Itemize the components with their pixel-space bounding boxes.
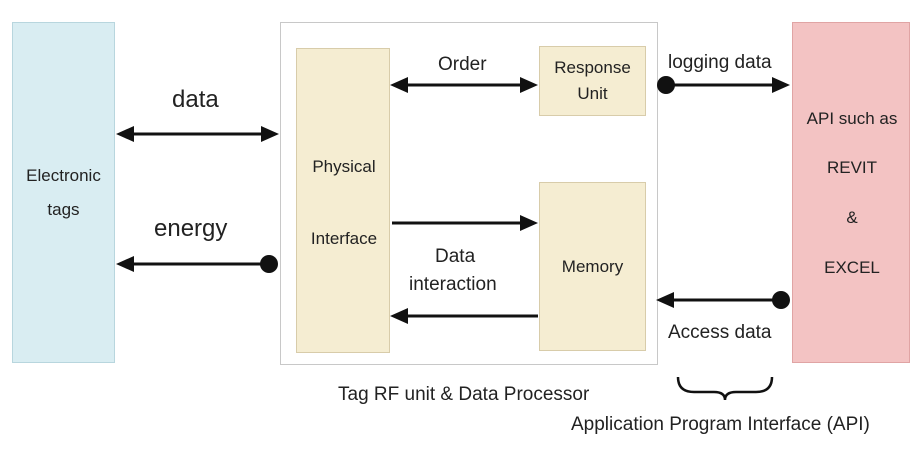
- data-arrow-head-right: [261, 126, 279, 142]
- memory-box: Memory: [539, 182, 646, 351]
- data-arrow-head-left: [116, 126, 134, 142]
- electronic-tags-box: Electronic tags: [12, 22, 115, 363]
- api-label-line3: &: [846, 208, 858, 227]
- electronic-tags-label-line1: Electronic: [26, 165, 101, 185]
- energy-arrow-head: [116, 256, 134, 272]
- physical-interface-label-line1: Physical: [312, 157, 376, 176]
- api-label-line1: API such as: [806, 109, 898, 128]
- order-arrow-head-left: [390, 77, 408, 93]
- data-interaction-label-line1: Data: [435, 246, 476, 267]
- processor-caption: Tag RF unit & Data Processor: [338, 384, 590, 405]
- response-unit-label-line1: Response: [554, 58, 631, 77]
- api-label-line2: REVIT: [826, 158, 878, 177]
- access-data-arrow-head: [656, 292, 674, 308]
- electronic-tags-label-line2: tags: [47, 199, 80, 219]
- api-label-line4: EXCEL: [824, 258, 880, 277]
- energy-label: energy: [154, 215, 228, 242]
- physical-interface-box: Physical Interface: [296, 48, 390, 353]
- order-arrow-head-right: [520, 77, 538, 93]
- data-interaction-label-line2: interaction: [409, 274, 497, 295]
- response-unit-label-line2: Unit: [577, 84, 608, 103]
- access-data-label: Access data: [668, 322, 772, 343]
- physical-interface-label-line2: Interface: [310, 229, 378, 248]
- logging-data-arrow-head: [772, 77, 790, 93]
- api-caption: Application Program Interface (API): [571, 414, 870, 435]
- api-box: API such as REVIT & EXCEL: [792, 22, 910, 363]
- order-label: Order: [438, 54, 487, 75]
- from-memory-arrow-head: [390, 308, 408, 324]
- response-unit-box: Response Unit: [539, 46, 646, 116]
- memory-label: Memory: [561, 256, 624, 276]
- logging-data-label: logging data: [668, 52, 772, 73]
- data-label: data: [172, 86, 219, 113]
- to-memory-arrow-head: [520, 215, 538, 231]
- api-curly-brace: [676, 376, 774, 401]
- energy-dot: [260, 255, 278, 273]
